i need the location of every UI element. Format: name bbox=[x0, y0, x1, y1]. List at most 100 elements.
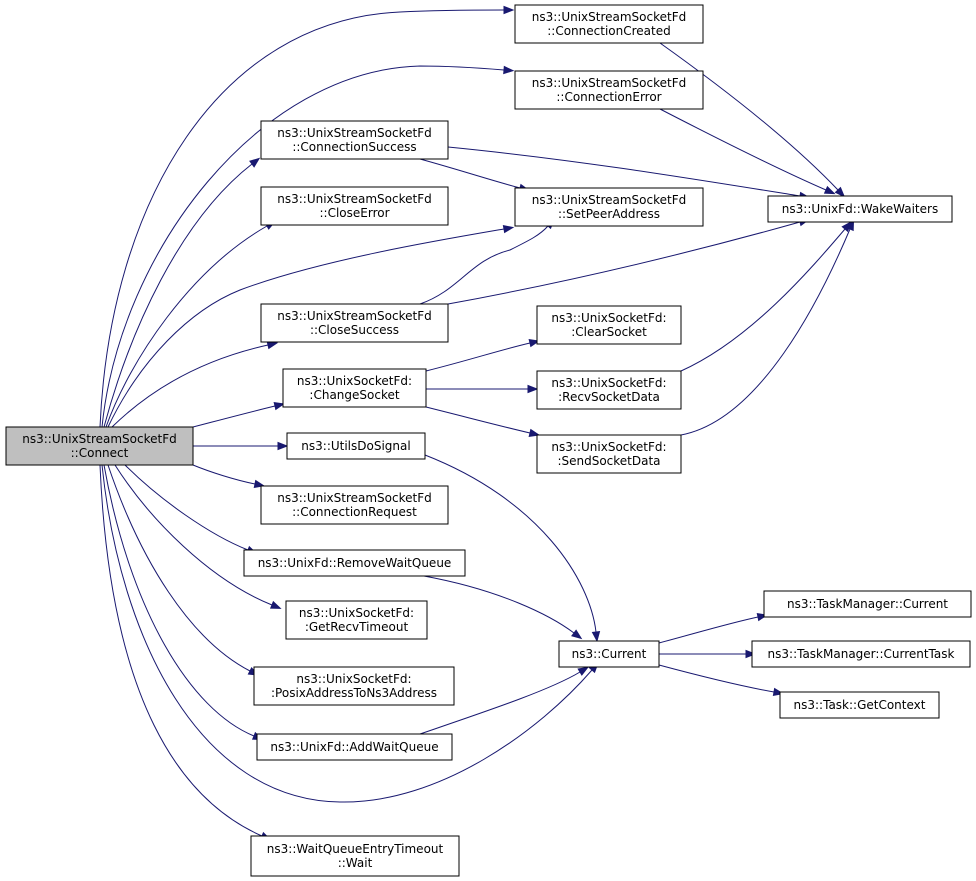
node-label: :PosixAddressToNs3Address bbox=[271, 686, 437, 700]
node-box bbox=[260, 186, 449, 226]
arrowhead-icon bbox=[503, 5, 515, 15]
edge-connect-to-connection-error bbox=[101, 65, 515, 428]
edge-line bbox=[103, 163, 253, 428]
edge-change-socket-to-recv-socket-data bbox=[426, 384, 539, 394]
edge-connect-to-add-wait-queue bbox=[103, 464, 264, 740]
node-label: ns3::UnixStreamSocketFd bbox=[277, 126, 432, 140]
edge-utils-do-signal-to-current bbox=[424, 454, 601, 643]
edge-line bbox=[107, 464, 251, 672]
node-box bbox=[5, 426, 194, 466]
node-label: :ChangeSocket bbox=[309, 388, 399, 402]
edge-connection-error-to-wake-waiters bbox=[659, 108, 836, 195]
node-label: ns3::UnixFd::RemoveWaitQueue bbox=[258, 556, 452, 570]
node-label: ::CloseError bbox=[319, 206, 389, 220]
node-current[interactable]: ns3::Current bbox=[558, 640, 660, 668]
node-box bbox=[779, 691, 940, 719]
node-close-success[interactable]: ns3::UnixStreamSocketFd::CloseSuccess bbox=[260, 303, 449, 343]
edge-current-to-task-get-context bbox=[658, 664, 785, 697]
edge-line bbox=[447, 146, 801, 197]
edge-line bbox=[680, 228, 851, 436]
node-box bbox=[536, 305, 682, 345]
node-box bbox=[260, 120, 449, 160]
node-add-wait-queue[interactable]: ns3::UnixFd::AddWaitQueue bbox=[256, 733, 453, 761]
edge-line bbox=[658, 616, 759, 644]
node-box bbox=[250, 835, 460, 877]
node-box bbox=[536, 434, 682, 474]
node-connection-error[interactable]: ns3::UnixStreamSocketFd::ConnectionError bbox=[514, 70, 704, 110]
edge-line bbox=[659, 42, 839, 191]
node-box bbox=[514, 187, 704, 227]
edge-current-to-task-manager-current-task bbox=[659, 649, 757, 659]
node-label: ns3::UnixFd::AddWaitQueue bbox=[270, 740, 438, 754]
node-label: ns3::UnixStreamSocketFd bbox=[277, 192, 432, 206]
edge-line bbox=[99, 464, 263, 837]
node-label: :SendSocketData bbox=[557, 454, 660, 468]
node-wake-waiters[interactable]: ns3::UnixFd::WakeWaiters bbox=[767, 195, 953, 223]
node-clear-socket[interactable]: ns3::UnixSocketFd::ClearSocket bbox=[536, 305, 682, 345]
arrowhead-icon bbox=[845, 219, 855, 232]
node-box bbox=[558, 640, 660, 668]
arrowhead-icon bbox=[528, 338, 541, 348]
node-label: ns3::Task::GetContext bbox=[794, 698, 926, 712]
arrowhead-icon bbox=[591, 631, 601, 643]
node-connect[interactable]: ns3::UnixStreamSocketFd::Connect bbox=[5, 426, 194, 466]
node-posix-address[interactable]: ns3::UnixSocketFd::PosixAddressToNs3Addr… bbox=[253, 666, 455, 706]
edge-line bbox=[192, 464, 256, 485]
edge-line bbox=[419, 671, 581, 735]
edge-connect-to-connection-request bbox=[192, 464, 266, 489]
edge-line bbox=[107, 228, 505, 428]
edge-line bbox=[680, 228, 846, 372]
edge-line bbox=[103, 464, 255, 737]
node-connection-success[interactable]: ns3::UnixStreamSocketFd::ConnectionSucce… bbox=[260, 120, 449, 160]
node-utils-do-signal[interactable]: ns3::UtilsDoSignal bbox=[286, 432, 426, 460]
node-box bbox=[514, 70, 704, 110]
node-change-socket[interactable]: ns3::UnixSocketFd::ChangeSocket bbox=[282, 368, 427, 408]
node-connection-request[interactable]: ns3::UnixStreamSocketFd::ConnectionReque… bbox=[260, 485, 449, 525]
node-label: ::ConnectionSuccess bbox=[292, 140, 416, 154]
node-label: :ClearSocket bbox=[571, 325, 647, 339]
node-connection-created[interactable]: ns3::UnixStreamSocketFd::ConnectionCreat… bbox=[514, 4, 704, 44]
node-task-manager-current[interactable]: ns3::TaskManager::Current bbox=[763, 590, 972, 618]
arrowhead-icon bbox=[249, 157, 261, 168]
arrowhead-icon bbox=[571, 629, 583, 640]
node-label: ns3::UnixStreamSocketFd bbox=[532, 193, 687, 207]
arrowhead-icon bbox=[503, 65, 515, 75]
node-label: ::CloseSuccess bbox=[310, 323, 399, 337]
node-label: :GetRecvTimeout bbox=[305, 620, 409, 634]
edge-line bbox=[659, 108, 827, 191]
arrowhead-icon bbox=[528, 428, 541, 438]
node-wait-queue-wait[interactable]: ns3::WaitQueueEntryTimeout::Wait bbox=[250, 835, 460, 877]
edge-line bbox=[425, 406, 531, 434]
node-label: ns3::UnixStreamSocketFd bbox=[277, 491, 432, 505]
node-get-recv-timeout[interactable]: ns3::UnixSocketFd::GetRecvTimeout bbox=[285, 600, 428, 640]
node-task-get-context[interactable]: ns3::Task::GetContext bbox=[779, 691, 940, 719]
node-set-peer-address[interactable]: ns3::UnixStreamSocketFd::SetPeerAddress bbox=[514, 187, 704, 227]
edge-connect-to-connection-success bbox=[103, 157, 261, 428]
node-label: ns3::UnixSocketFd: bbox=[551, 311, 666, 325]
node-label: ns3::UnixSocketFd: bbox=[297, 374, 412, 388]
node-box bbox=[260, 303, 449, 343]
node-label: ::SetPeerAddress bbox=[558, 207, 660, 221]
edge-change-socket-to-send-socket-data bbox=[425, 406, 541, 438]
arrowhead-icon bbox=[577, 666, 589, 676]
node-task-manager-current-task[interactable]: ns3::TaskManager::CurrentTask bbox=[751, 640, 971, 668]
node-box bbox=[256, 733, 453, 761]
node-remove-wait-queue[interactable]: ns3::UnixFd::RemoveWaitQueue bbox=[243, 549, 466, 577]
node-label: ns3::TaskManager::Current bbox=[787, 597, 948, 611]
node-label: ns3::Current bbox=[572, 647, 647, 661]
node-label: ::Wait bbox=[338, 856, 373, 870]
edge-close-success-to-wake-waiters bbox=[447, 218, 811, 305]
node-box bbox=[253, 666, 455, 706]
edge-connect-to-close-success bbox=[111, 340, 279, 428]
edge-change-socket-to-clear-socket bbox=[425, 338, 541, 372]
node-label: :RecvSocketData bbox=[558, 390, 660, 404]
node-send-socket-data[interactable]: ns3::UnixSocketFd::SendSocketData bbox=[536, 434, 682, 474]
edge-send-socket-data-to-wake-waiters bbox=[680, 219, 855, 436]
node-label: ns3::WaitQueueEntryTimeout bbox=[267, 842, 444, 856]
edge-line bbox=[447, 221, 801, 305]
arrowhead-icon bbox=[266, 340, 279, 350]
node-close-error[interactable]: ns3::UnixStreamSocketFd::CloseError bbox=[260, 186, 449, 226]
node-box bbox=[514, 4, 704, 44]
node-recv-socket-data[interactable]: ns3::UnixSocketFd::RecvSocketData bbox=[536, 370, 682, 410]
